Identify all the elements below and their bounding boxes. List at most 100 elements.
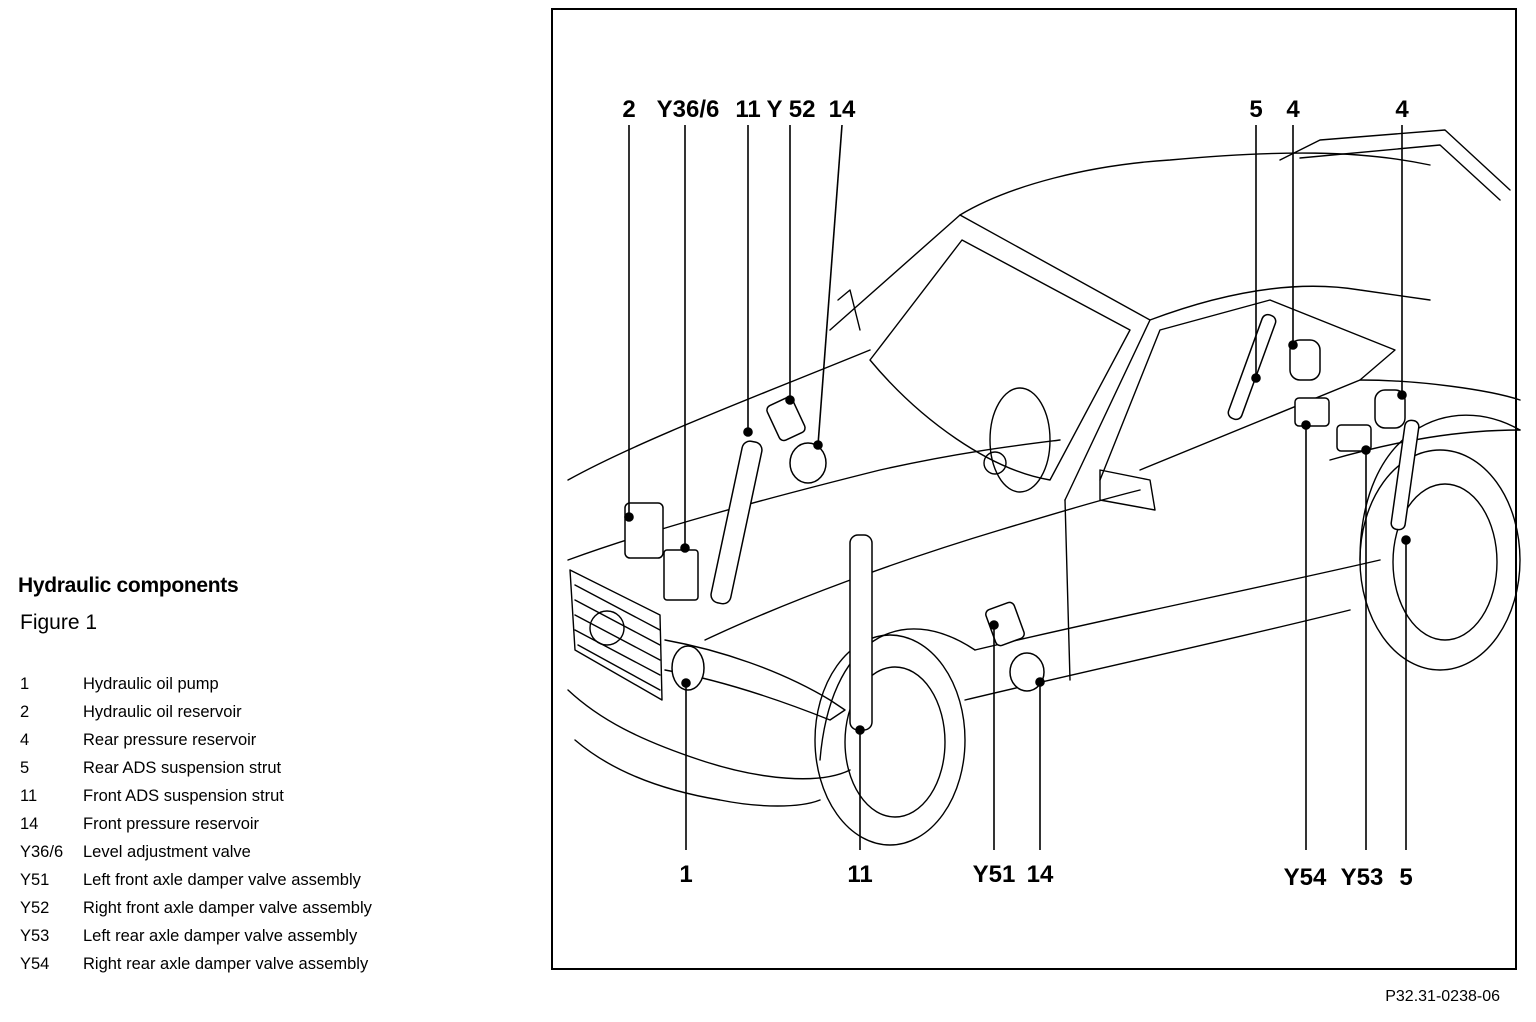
front-reservoir-right [789, 442, 827, 484]
front-wheel-outer [814, 634, 966, 846]
legend-item: 2 Hydraulic oil reservoir [20, 698, 372, 726]
front-strut-right [849, 534, 873, 731]
legend-item: Y54 Right rear axle damper valve assembly [20, 950, 372, 978]
legend-item: 11 Front ADS suspension strut [20, 782, 372, 810]
legend-list: 1 Hydraulic oil pump 2 Hydraulic oil reser… [20, 670, 372, 978]
windshield-inner [869, 239, 1131, 481]
legend-label: Rear ADS suspension strut [83, 759, 282, 777]
car-outline [567, 129, 1521, 846]
legend-code: Y54 [20, 955, 50, 973]
legend-label: Left front axle damper valve assembly [83, 871, 361, 889]
legend-label: Hydraulic oil reservoir [83, 703, 242, 721]
rear-window-inner [1299, 144, 1501, 201]
callout-bottom: Y53 [1341, 864, 1384, 891]
legend-label: Rear pressure reservoir [83, 731, 257, 749]
callout-bottom: Y51 [973, 861, 1016, 888]
legend-label: Hydraulic oil pump [83, 675, 219, 693]
callout-top: 5 [1249, 96, 1262, 123]
headlight [664, 639, 846, 721]
valve-y52-component [766, 396, 806, 442]
rear-window [1279, 129, 1511, 191]
valve-y53-component [1336, 424, 1372, 452]
legend-code: 1 [20, 675, 30, 693]
leader-lines [624, 124, 1411, 850]
legend-label: Level adjustment valve [83, 843, 251, 861]
callout-top: 4 [1395, 96, 1409, 123]
legend-label: Right front axle damper valve assembly [83, 899, 372, 917]
rear-reservoir-left [1289, 339, 1321, 381]
rear-reservoir-right [1374, 389, 1406, 429]
sill-line [964, 609, 1351, 701]
steering-hub [983, 451, 1007, 475]
components [624, 313, 1420, 731]
grille-slats [574, 584, 661, 691]
rear-body-line [1329, 429, 1521, 461]
callout-bottom: Y54 [1284, 864, 1327, 891]
legend-code: 5 [20, 759, 30, 777]
diagram-frame [551, 8, 1517, 970]
legend-code: 2 [20, 703, 30, 721]
fender-line [704, 489, 1141, 641]
rear-arch [1359, 414, 1521, 561]
valve-y51-component [985, 601, 1025, 647]
grille [569, 569, 663, 701]
legend-label: Left rear axle damper valve assembly [83, 927, 358, 945]
legend-item: 4 Rear pressure reservoir [20, 726, 372, 754]
legend-code: Y51 [20, 871, 50, 889]
antenna [837, 289, 861, 331]
pump-component [671, 645, 705, 691]
emblem [589, 610, 625, 646]
legend-item: Y36/6 Level adjustment valve [20, 838, 372, 866]
legend-title: Hydraulic components [18, 574, 239, 597]
callout-bottom: 5 [1399, 864, 1412, 891]
roof-line [959, 152, 1431, 216]
rear-quarter [1359, 379, 1521, 401]
front-wheel-inner [844, 666, 946, 818]
legend-code: Y36/6 [20, 843, 64, 861]
steering-wheel [989, 387, 1051, 493]
legend-item: Y52 Right front axle damper valve assembl… [20, 894, 372, 922]
legend-label: Front pressure reservoir [83, 815, 260, 833]
front-lower [574, 739, 821, 807]
legend-code: Y52 [20, 899, 50, 917]
legend-item: 14 Front pressure reservoir [20, 810, 372, 838]
front-arch [819, 628, 976, 761]
legend-code: 4 [20, 731, 30, 749]
reservoir-component [624, 502, 664, 559]
callout-bottom: 1 [679, 861, 692, 888]
front-bumper [567, 689, 851, 780]
legend-item: Y53 Left rear axle damper valve assembly [20, 922, 372, 950]
front-strut-left [710, 440, 763, 605]
rear-wheel-inner [1392, 483, 1498, 641]
door-line [1064, 499, 1071, 681]
legend-item: Y51 Left front axle damper valve assembly [20, 866, 372, 894]
level-valve-component [663, 549, 699, 601]
legend-subtitle: Figure 1 [20, 611, 98, 634]
side-mirror [1099, 469, 1156, 511]
rocker-line [974, 559, 1381, 651]
callout-top: 4 [1286, 96, 1300, 123]
document-code: P32.31-0238-06 [1385, 988, 1500, 1005]
legend-code: 11 [20, 787, 38, 805]
callout-top: 11 [735, 96, 760, 123]
legend-label: Front ADS suspension strut [83, 787, 284, 805]
windshield-outer [829, 214, 1151, 501]
legend-code: 14 [20, 815, 39, 833]
callout-top: Y 52 [767, 96, 816, 123]
legend-item: 5 Rear ADS suspension strut [20, 754, 372, 782]
legend-item: 1 Hydraulic oil pump [20, 670, 372, 698]
valve-y54-component [1294, 397, 1330, 427]
callout-top: 14 [829, 96, 856, 123]
legend-label: Right rear axle damper valve assembly [83, 955, 369, 973]
rear-wheel-outer [1359, 449, 1521, 671]
callout-top: 2 [622, 96, 635, 123]
side-window [1099, 299, 1396, 481]
roof-rear [1149, 285, 1431, 321]
legend-code: Y53 [20, 927, 50, 945]
callout-bottom: 11 [847, 861, 872, 888]
rear-strut-right [1390, 419, 1420, 531]
callouts: 2 Y36/6 11 Y 52 14 5 4 4 1 11 Y51 14 Y54… [622, 96, 1412, 891]
callout-top: Y36/6 [657, 96, 720, 123]
rear-strut-left [1227, 313, 1277, 421]
